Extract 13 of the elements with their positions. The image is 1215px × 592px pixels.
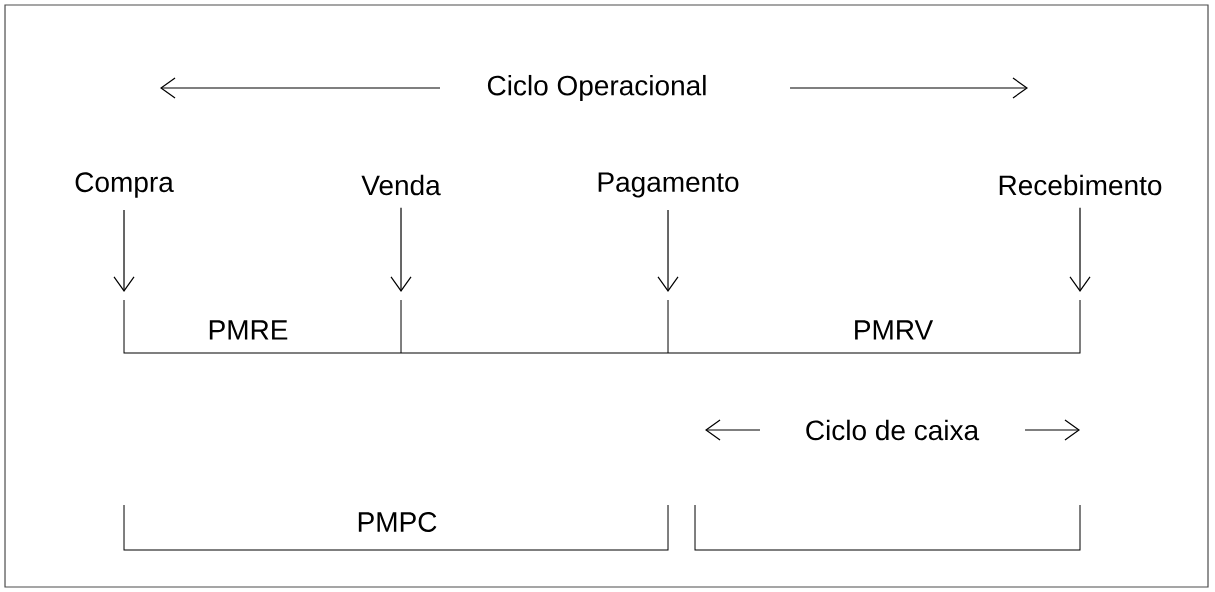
arrow [657,209,679,292]
event-label: Compra [75,172,174,198]
period-label: PMPC [350,506,444,538]
event-label: Venda [361,174,441,196]
event-label: Recebimento [999,174,1162,196]
period-label: PMRV [846,314,940,346]
event-label: Pagamento [598,172,739,198]
cycle-label: Ciclo Operacional [480,68,714,108]
arrow [113,209,135,292]
arrow [390,207,412,292]
arrow [1069,207,1091,292]
cycle-label: Ciclo de caixa [798,413,986,447]
period-label: PMRE [201,314,295,346]
